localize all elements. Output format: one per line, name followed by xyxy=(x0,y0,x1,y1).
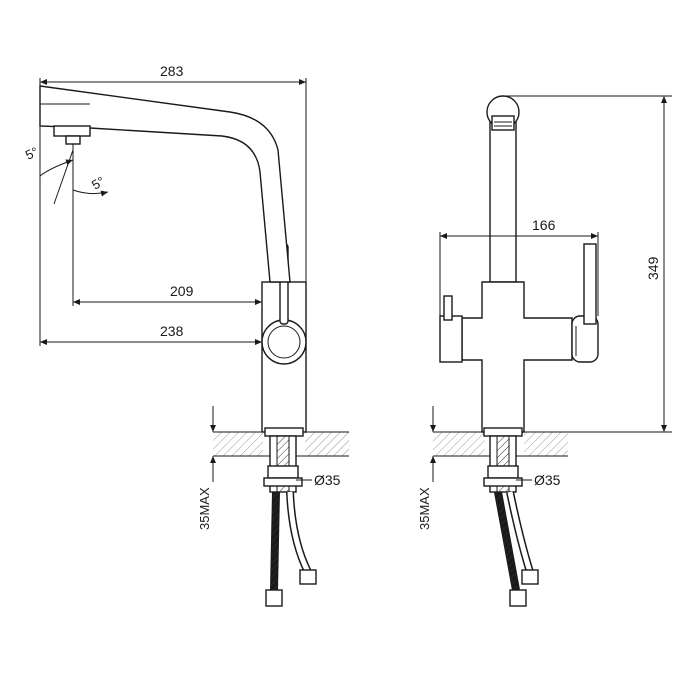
spout-side xyxy=(39,85,291,283)
mounting-hardware-right xyxy=(483,435,539,607)
front-view: 35MAX xyxy=(417,95,672,607)
mounting-hardware-left xyxy=(263,435,317,607)
reach-283-label: 283 xyxy=(160,63,184,79)
counter-max-dimension-right: 35MAX xyxy=(417,406,436,530)
counter-max-label-right: 35MAX xyxy=(417,487,432,530)
counter-max-label-left: 35MAX xyxy=(197,487,212,530)
hole-diameter-right: Ø35 xyxy=(516,472,561,488)
reach-209-dimension: 209 xyxy=(72,218,262,306)
hole-diameter-left: Ø35 xyxy=(296,472,341,488)
overall-height-label: 349 xyxy=(645,256,661,280)
hole-diameter-label-right: Ø35 xyxy=(534,472,561,488)
faucet-body-front xyxy=(439,243,599,437)
countertop-left xyxy=(213,431,349,457)
counter-max-dimension-left: 35MAX xyxy=(197,406,216,530)
reach-238-label: 238 xyxy=(160,323,184,339)
side-view: 35MAX xyxy=(23,63,349,607)
reach-238-dimension: 238 xyxy=(39,126,262,346)
hole-diameter-label-left: Ø35 xyxy=(314,472,341,488)
reach-209-label: 209 xyxy=(170,283,194,299)
handle-width-label: 166 xyxy=(532,217,556,233)
handle-width-dimension: 166 xyxy=(439,217,599,316)
angle-label-b: 5° xyxy=(89,173,107,192)
overall-height-dimension: 349 xyxy=(503,95,672,433)
reach-283-dimension: 283 xyxy=(39,63,307,282)
angle-label-a: 5° xyxy=(23,144,41,163)
spout-angle-marks: 5° 5° xyxy=(23,144,109,205)
spout-front xyxy=(486,95,520,283)
